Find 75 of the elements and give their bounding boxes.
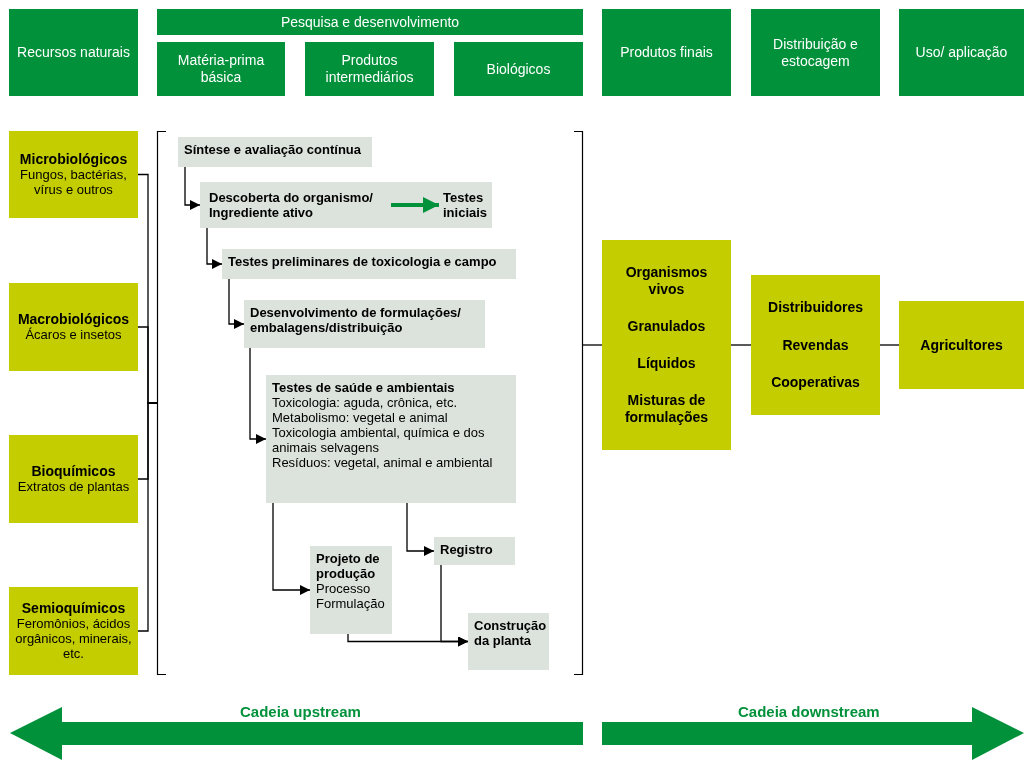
box-text: Pesquisa e desenvolvimento xyxy=(280,13,460,31)
box-text: Toxicologia: aguda, crônica, etc. xyxy=(272,395,458,410)
arrow xyxy=(206,227,223,269)
box-text: Desenvolvimento de formulações/ embalagens/distribuição xyxy=(250,305,462,335)
box-text: Testes preliminares de toxicologia e campo xyxy=(228,254,498,269)
connector-line xyxy=(582,344,603,346)
box-text: Cooperativas xyxy=(771,373,860,391)
connector-line xyxy=(730,344,752,346)
box-text: Síntese e avaliação contínua xyxy=(184,142,363,157)
arrow xyxy=(406,502,435,556)
box-text: Fungos, bactérias, vírus e outros xyxy=(19,167,128,197)
box-text: Metabolismo: vegetal e animal xyxy=(272,410,449,425)
process-box xyxy=(434,537,515,565)
box-heading: Semioquímicos xyxy=(21,601,126,616)
box-text: Toxicologia ambiental, química e dos animais selvagens xyxy=(272,425,486,455)
resource-box xyxy=(9,435,138,523)
stage-header xyxy=(899,9,1024,96)
product-box xyxy=(751,275,880,415)
process-box xyxy=(266,375,516,503)
box-text: Ácaros e insetos xyxy=(25,327,122,342)
stage-header xyxy=(454,42,583,96)
resource-box xyxy=(9,131,138,218)
box-heading: Macrobiológicos xyxy=(17,312,130,327)
box-text: Distribuidores xyxy=(768,299,863,317)
product-box xyxy=(602,240,731,450)
box-text: Produtos intermediários xyxy=(324,52,415,86)
box-text: Resíduos: vegetal, animal e ambiental xyxy=(272,455,494,470)
box-text: Feromônios, ácidos orgânicos, minerais, etc. xyxy=(14,616,133,661)
box-text: Distribuição e estocagem xyxy=(772,35,859,70)
chain-label: Cadeia downstream xyxy=(738,703,880,720)
stage-header xyxy=(305,42,434,96)
step-label: Descoberta do organismo/ Ingrediente ativo xyxy=(205,186,391,224)
process-box xyxy=(468,613,549,670)
box-text: Organismos vivos xyxy=(624,264,709,298)
stage-header xyxy=(602,9,731,96)
box-text: Matéria-prima básica xyxy=(176,52,266,86)
box-text: Misturas de formulações xyxy=(623,392,710,426)
process-box xyxy=(222,249,516,279)
stage-header xyxy=(157,9,583,35)
arrow xyxy=(249,347,267,444)
box-text: Recursos naturais xyxy=(17,44,130,61)
stage-header xyxy=(9,9,138,96)
resource-box xyxy=(9,283,138,371)
arrow xyxy=(272,502,311,595)
step-label: Testes iniciais xyxy=(439,186,492,224)
connector-line xyxy=(879,344,900,346)
arrow xyxy=(228,278,245,329)
connector-line xyxy=(137,402,158,632)
product-box xyxy=(899,301,1024,389)
stage-header xyxy=(751,9,880,96)
box-text: Processo xyxy=(316,581,372,596)
chain-label: Cadeia upstream xyxy=(240,703,361,720)
box-text: Registro xyxy=(440,542,494,557)
process-box xyxy=(310,546,392,634)
box-text: Biológicos xyxy=(486,60,551,78)
arrow xyxy=(391,197,439,213)
box-text: Formulação xyxy=(316,596,386,611)
box-heading: Bioquímicos xyxy=(31,464,116,479)
process-box xyxy=(178,137,372,167)
box-text: Extratos de plantas xyxy=(17,479,130,494)
box-heading: Microbiológicos xyxy=(19,152,128,167)
box-text: Granulados xyxy=(627,318,706,335)
box-heading: Testes de saúde e ambientais xyxy=(272,380,456,395)
arrow xyxy=(347,633,469,647)
process-box xyxy=(200,182,492,228)
box-text: Líquidos xyxy=(637,355,696,372)
box-text: Revendas xyxy=(782,336,849,354)
stage-header xyxy=(157,42,285,96)
process-box xyxy=(244,300,485,348)
box-text: Produtos finais xyxy=(620,44,713,61)
resource-box xyxy=(9,587,138,675)
arrow xyxy=(184,166,201,210)
box-heading: Projeto de produção xyxy=(316,551,381,581)
box-text: Uso/ aplicação xyxy=(915,44,1008,61)
box-text: Agricultores xyxy=(920,336,1003,354)
